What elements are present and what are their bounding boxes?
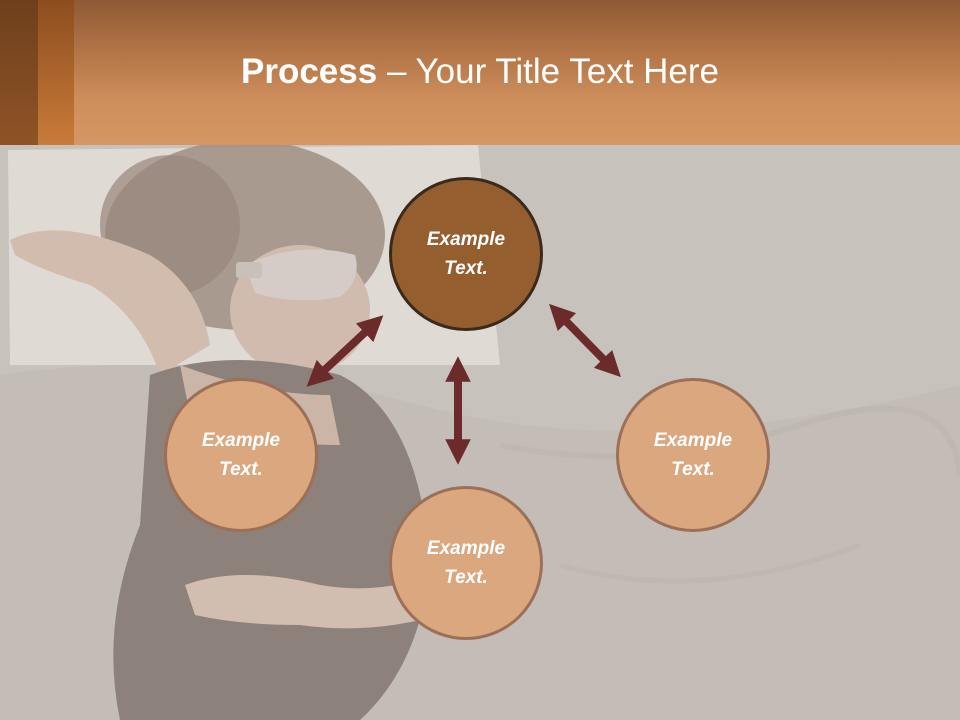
process-node-right: Example Text. [616,378,770,532]
slide-title: Process – Your Title Text Here [0,52,960,92]
process-node-left: Example Text. [164,378,318,532]
node-label: Example Text. [653,430,733,480]
process-node-bottom: Example Text. [389,486,543,640]
header-accent-orange [38,0,74,145]
node-label: Example Text. [426,229,506,279]
node-label: Example Text. [426,538,506,588]
header-band [0,0,960,145]
arrow-center-right [549,303,621,378]
title-rest: – Your Title Text Here [377,52,719,91]
arrow-center-left [306,315,384,387]
header-accent-dark [0,0,38,145]
process-node-center: Example Text. [389,177,543,331]
title-bold: Process [241,52,378,91]
node-label: Example Text. [201,430,281,480]
